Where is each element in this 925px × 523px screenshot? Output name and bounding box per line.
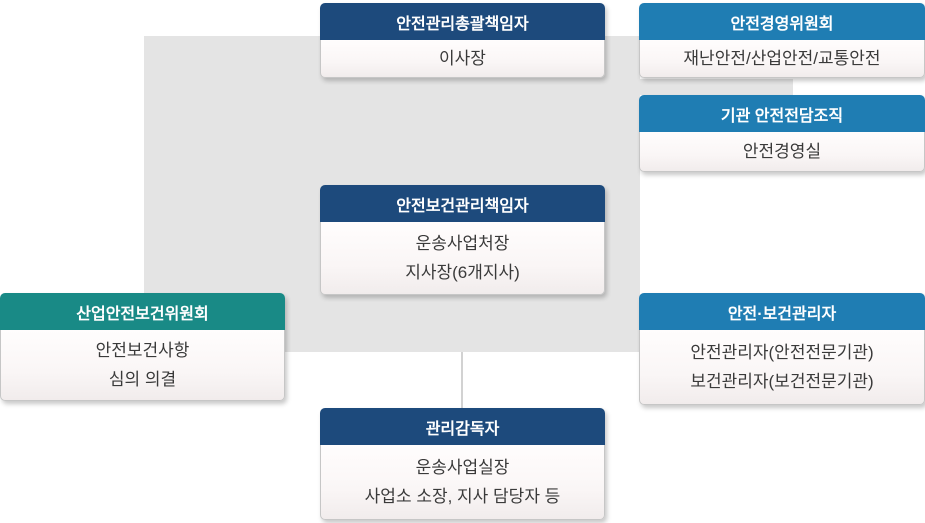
org-box-header: 기관 안전전담조직 <box>639 95 925 132</box>
org-box-body: 운송사업처장 지사장(6개지사) <box>320 222 605 295</box>
org-box-line: 사업소 소장, 지사 담당자 등 <box>364 487 561 506</box>
org-box-line: 운송사업실장 <box>415 458 510 477</box>
org-box-line: 재난안전/산업안전/교통안전 <box>683 49 881 68</box>
org-box-line: 지사장(6개지사) <box>405 263 520 282</box>
org-box-safety-health-officers: 안전·보건관리자 안전관리자(안전전문기관) 보건관리자(보건전문기관) <box>639 293 925 405</box>
org-box-header: 안전관리총괄책임자 <box>320 3 605 40</box>
org-box-line: 이사장 <box>439 49 486 68</box>
org-box-header: 관리감독자 <box>320 408 605 445</box>
org-box-line: 운송사업처장 <box>415 234 510 253</box>
org-box-general-safety-manager: 안전관리총괄책임자 이사장 <box>320 3 605 78</box>
org-box-body: 이사장 <box>320 40 605 78</box>
org-box-industrial-safety-health-committee: 산업안전보건위원회 안전보건사항 심의 의결 <box>0 293 285 401</box>
org-box-header: 안전경영위원회 <box>639 3 925 40</box>
org-box-header: 안전·보건관리자 <box>639 293 925 330</box>
org-box-line: 안전보건사항 <box>95 341 190 360</box>
org-box-line: 안전경영실 <box>742 142 822 161</box>
org-box-line: 보건관리자(보건전문기관) <box>690 372 874 391</box>
org-box-safety-health-responsible-manager: 안전보건관리책임자 운송사업처장 지사장(6개지사) <box>320 185 605 295</box>
org-box-header: 안전보건관리책임자 <box>320 185 605 222</box>
right-column-connector <box>640 79 793 95</box>
org-box-body: 운송사업실장 사업소 소장, 지사 담당자 등 <box>320 445 605 520</box>
org-box-body: 재난안전/산업안전/교통안전 <box>639 40 925 78</box>
org-box-dedicated-safety-org: 기관 안전전담조직 안전경영실 <box>639 95 925 172</box>
org-box-line: 안전관리자(안전전문기관) <box>690 343 874 362</box>
org-box-body: 안전보건사항 심의 의결 <box>0 330 285 401</box>
org-box-safety-mgmt-committee: 안전경영위원회 재난안전/산업안전/교통안전 <box>639 3 925 78</box>
org-box-line: 심의 의결 <box>108 370 177 389</box>
org-box-header: 산업안전보건위원회 <box>0 293 285 330</box>
org-box-body: 안전관리자(안전전문기관) 보건관리자(보건전문기관) <box>639 330 925 405</box>
org-box-supervisor: 관리감독자 운송사업실장 사업소 소장, 지사 담당자 등 <box>320 408 605 520</box>
org-box-body: 안전경영실 <box>639 132 925 172</box>
vertical-connector-line <box>461 352 463 408</box>
